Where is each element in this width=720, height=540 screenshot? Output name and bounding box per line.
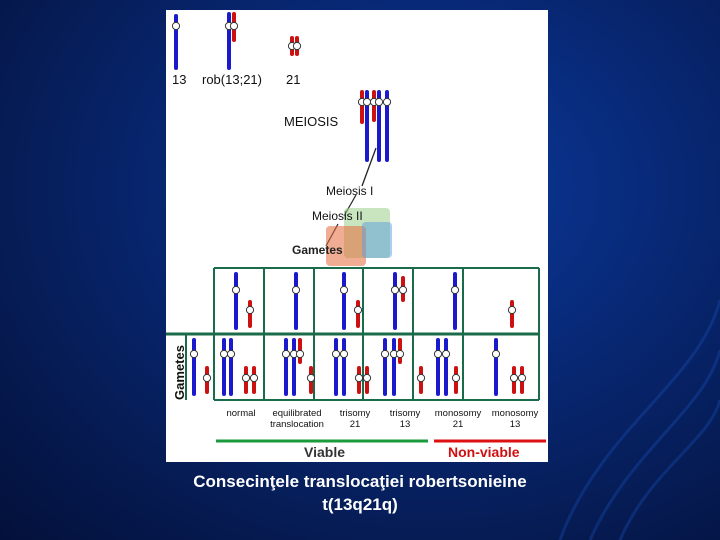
gamete-left-21-centromere xyxy=(203,374,210,381)
gamete-top-2-0-centromere xyxy=(340,286,347,293)
column-label-line1: equilibrated xyxy=(264,408,330,419)
office-logo-icon-c xyxy=(362,222,392,258)
zygote-4-2-centromere xyxy=(452,374,459,381)
zygote-1-0-centromere xyxy=(282,350,289,357)
gamete-top-4-0-centromere xyxy=(451,286,458,293)
column-label-equilibrated: equilibrated translocation xyxy=(264,408,330,430)
caption-line2: t(13q21q) xyxy=(120,493,600,516)
column-label-line1: monosomy xyxy=(486,408,544,419)
column-label-line2: 21 xyxy=(430,419,486,430)
column-label-line2: translocation xyxy=(264,419,330,430)
column-label-line1: trisomy xyxy=(330,408,380,419)
zygote-1-2-centromere xyxy=(296,350,303,357)
zygote-2-3-centromere xyxy=(363,374,370,381)
column-label-trisomy21: trisomy 21 xyxy=(330,408,380,430)
column-label-line2: 21 xyxy=(330,419,380,430)
chromosome-13-centromere xyxy=(172,22,179,29)
zygote-3-0-centromere xyxy=(381,350,388,357)
column-label-line1: trisomy xyxy=(380,408,430,419)
column-label-trisomy13: trisomy 13 xyxy=(380,408,430,430)
zygote-2-0-centromere xyxy=(332,350,339,357)
column-label-line1: monosomy xyxy=(430,408,486,419)
gamete-top-3-1-centromere xyxy=(399,286,406,293)
label-meiosis: MEIOSIS xyxy=(284,114,338,129)
gamete-left-13-centromere xyxy=(190,350,197,357)
zygote-5-1-centromere xyxy=(510,374,517,381)
zygote-4-0-centromere xyxy=(434,350,441,357)
label-chr21: 21 xyxy=(286,72,300,87)
gamete-top-3-0-centromere xyxy=(391,286,398,293)
meiosis-chromosome-1-centromere xyxy=(363,98,370,105)
zygote-1-3-centromere xyxy=(307,374,314,381)
meiosis-chromosome-4-centromere xyxy=(383,98,390,105)
label-chr13: 13 xyxy=(172,72,186,87)
label-viable: Viable xyxy=(304,444,345,460)
gamete-top-1-0-centromere xyxy=(292,286,299,293)
zygote-0-3-centromere xyxy=(250,374,257,381)
zygote-3-3-centromere xyxy=(417,374,424,381)
chromosome-21-b-centromere xyxy=(293,42,300,49)
slide-caption: Consecinţele translocaţiei robertsoniein… xyxy=(120,470,600,516)
zygote-0-2-centromere xyxy=(242,374,249,381)
label-gametes: Gametes xyxy=(292,243,343,257)
label-meiosis-i: Meiosis I xyxy=(326,184,373,198)
gamete-top-0-1-centromere xyxy=(246,306,253,313)
label-gametes-side: Gametes xyxy=(172,345,187,400)
zygote-5-0-centromere xyxy=(492,350,499,357)
meiosis-chromosome-3-centromere xyxy=(375,98,382,105)
zygote-4-1-centromere xyxy=(442,350,449,357)
column-label-normal: normal xyxy=(216,408,266,419)
caption-line1: Consecinţele translocaţiei robertsoniein… xyxy=(120,470,600,493)
label-non-viable: Non-viable xyxy=(448,444,520,460)
zygote-5-2-centromere xyxy=(518,374,525,381)
label-rob: rob(13;21) xyxy=(202,72,262,87)
column-label-monosomy21: monosomy 21 xyxy=(430,408,486,430)
chromosome-rob-21-arm-centromere xyxy=(230,22,237,29)
gamete-top-2-1-centromere xyxy=(354,306,361,313)
gamete-top-0-0-centromere xyxy=(232,286,239,293)
column-label-line2: 13 xyxy=(486,419,544,430)
gamete-top-5-0-centromere xyxy=(508,306,515,313)
column-label-line2: 13 xyxy=(380,419,430,430)
zygote-0-1-centromere xyxy=(227,350,234,357)
zygote-2-1-centromere xyxy=(340,350,347,357)
zygote-3-2-centromere xyxy=(396,350,403,357)
zygote-0-0-centromere xyxy=(220,350,227,357)
column-label-monosomy13: monosomy 13 xyxy=(486,408,544,430)
label-meiosis-ii: Meiosis II xyxy=(312,209,363,223)
translocation-diagram: 13 rob(13;21) 21 MEIOSIS Meiosis I Meios… xyxy=(166,10,548,462)
zygote-2-2-centromere xyxy=(355,374,362,381)
column-label-line1: normal xyxy=(216,408,266,419)
